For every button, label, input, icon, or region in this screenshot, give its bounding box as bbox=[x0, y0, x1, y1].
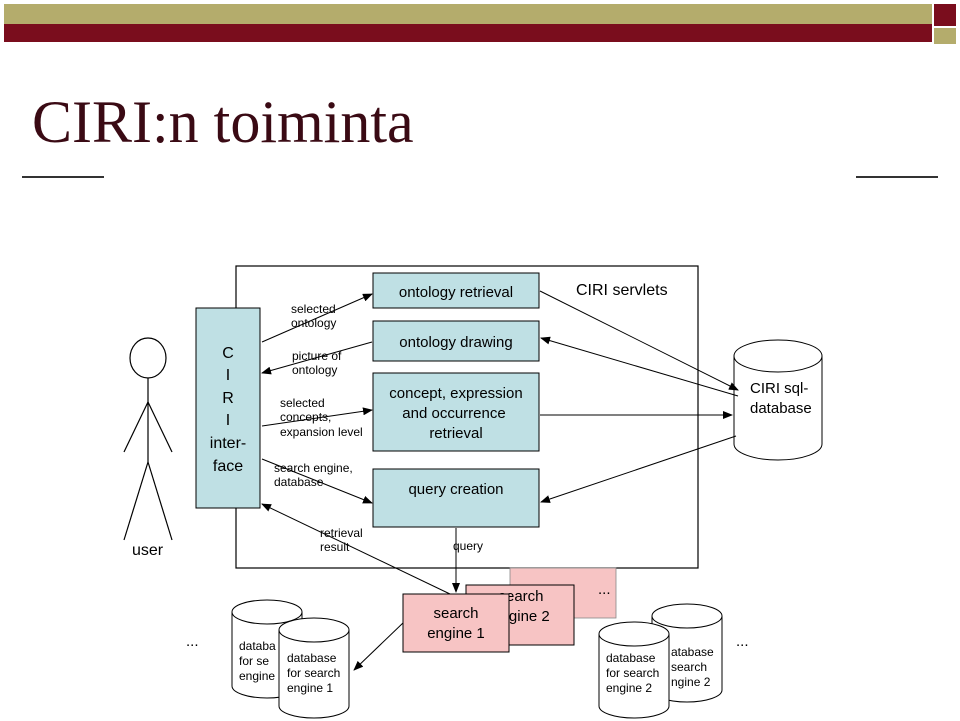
arrow-picture-of-ontology bbox=[261, 341, 373, 375]
header-square-tan bbox=[934, 28, 956, 44]
db-left-back-line-3: engine bbox=[239, 669, 275, 683]
db-right-front-icon bbox=[598, 621, 670, 719]
label-selected-concepts-2: concepts, bbox=[280, 410, 331, 424]
db-right-back-line-2: search bbox=[671, 660, 707, 674]
header-band-bottom bbox=[4, 24, 932, 42]
title-rule-right bbox=[856, 176, 938, 178]
arrow-retrieval-result bbox=[261, 503, 451, 595]
label-query: query bbox=[453, 539, 483, 553]
ellipsis-left: ... bbox=[186, 633, 199, 650]
label-selected-concepts-1: selected bbox=[280, 396, 325, 410]
arrow-selected-concepts bbox=[261, 407, 373, 427]
interface-letter-r: R bbox=[222, 390, 234, 407]
ontology-retrieval-box bbox=[372, 272, 540, 309]
query-creation-label: query creation bbox=[408, 481, 503, 498]
label-retrieval-result-1: retrieval bbox=[320, 526, 363, 540]
interface-word-inter: inter- bbox=[210, 435, 246, 452]
search-engine-1-line-1: search bbox=[433, 605, 478, 622]
ontology-drawing-box bbox=[372, 320, 540, 362]
arrow-engine-to-db bbox=[353, 621, 405, 671]
database-line-2: database bbox=[750, 400, 812, 417]
label-search-engine-database-2: database bbox=[274, 475, 324, 489]
db-left-front-line-2: for search bbox=[287, 666, 340, 680]
database-line-1: CIRI sql- bbox=[750, 380, 808, 397]
servlets-label: CIRI servlets bbox=[576, 282, 668, 299]
db-left-front-line-1: database bbox=[287, 651, 337, 665]
db-left-front-line-3: engine 1 bbox=[287, 681, 333, 695]
user-label: user bbox=[132, 542, 164, 559]
label-search-engine-database-1: search engine, bbox=[274, 461, 353, 475]
concept-retrieval-line-1: concept, expression bbox=[389, 385, 522, 402]
title-rule-left bbox=[22, 176, 104, 178]
db-left-back-line-2: for se bbox=[239, 654, 269, 668]
interface-letter-c: C bbox=[222, 345, 234, 362]
label-retrieval-result-2: result bbox=[320, 540, 350, 554]
label-selected-ontology-1: selected bbox=[291, 302, 336, 316]
user-figure-icon bbox=[123, 337, 173, 541]
header-square-red bbox=[934, 4, 956, 26]
slide-title: CIRI:n toiminta bbox=[32, 89, 414, 155]
ciri-interface-box bbox=[195, 307, 261, 509]
query-creation-box bbox=[372, 468, 540, 528]
label-selected-concepts-3: expansion level bbox=[280, 425, 363, 439]
concept-retrieval-box bbox=[372, 372, 540, 452]
db-left-front-icon bbox=[278, 617, 350, 719]
ciri-database-icon bbox=[733, 339, 823, 461]
ontology-drawing-label: ontology drawing bbox=[399, 334, 512, 351]
db-right-back-line-1: atabase bbox=[671, 645, 714, 659]
arrow-db-to-drawing bbox=[540, 336, 739, 397]
ellipsis-engines: ... bbox=[598, 581, 611, 598]
db-right-front-line-3: engine 2 bbox=[606, 681, 652, 695]
db-left-back-line-1: databa bbox=[239, 639, 276, 653]
label-picture-of-ontology-1: picture of bbox=[292, 349, 342, 363]
db-right-front-line-1: database bbox=[606, 651, 656, 665]
concept-retrieval-line-3: retrieval bbox=[429, 425, 482, 442]
interface-letter-i2: I bbox=[226, 412, 230, 429]
db-right-back-line-3: ngine 2 bbox=[671, 675, 711, 689]
concept-retrieval-line-2: and occurrence bbox=[402, 405, 505, 422]
arrow-selected-ontology bbox=[261, 293, 373, 343]
arrow-db-to-query bbox=[540, 435, 737, 503]
db-right-front-line-2: for search bbox=[606, 666, 659, 680]
search-engine-2-line-1: search bbox=[498, 588, 543, 605]
search-engine-1-line-2: engine 1 bbox=[427, 625, 485, 642]
interface-letter-i: I bbox=[226, 367, 230, 384]
label-selected-ontology-2: ontology bbox=[291, 316, 336, 330]
arrow-search-engine-database bbox=[261, 458, 373, 504]
ontology-retrieval-label: ontology retrieval bbox=[399, 284, 513, 301]
header-band-top bbox=[4, 4, 932, 24]
arrow-retrieval-to-db bbox=[539, 290, 739, 391]
label-picture-of-ontology-2: ontology bbox=[292, 363, 337, 377]
interface-word-face: face bbox=[213, 458, 243, 475]
ellipsis-right: ... bbox=[736, 633, 749, 650]
search-engine-1-box bbox=[402, 593, 510, 653]
